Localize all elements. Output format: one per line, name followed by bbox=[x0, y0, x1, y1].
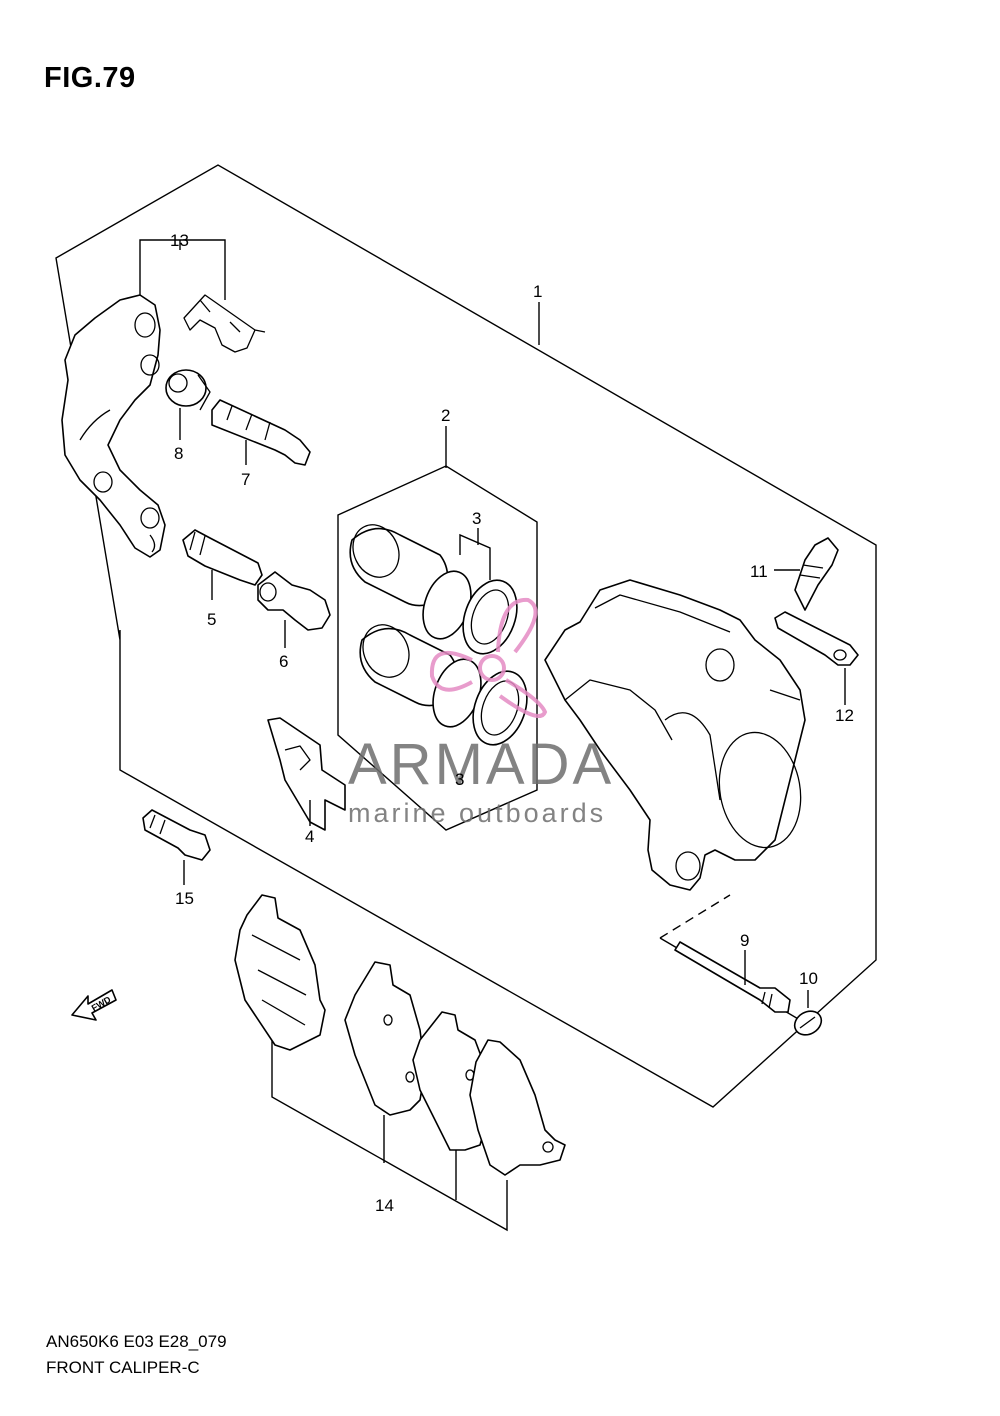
callout-15: 15 bbox=[175, 889, 194, 908]
pad-set-bracket bbox=[271, 1030, 508, 1232]
boot-part bbox=[165, 369, 211, 411]
callout-1: 1 bbox=[533, 282, 542, 301]
callout-3-upper: 3 bbox=[472, 509, 481, 528]
pin-plug bbox=[793, 1010, 823, 1036]
callout-8: 8 bbox=[174, 444, 183, 463]
propeller-logo-icon bbox=[429, 597, 548, 718]
brake-pad-outer-1 bbox=[234, 894, 326, 1051]
callout-14: 14 bbox=[375, 1196, 394, 1215]
callout-6: 6 bbox=[279, 652, 288, 671]
pad-pin bbox=[674, 941, 791, 1013]
mounting-bolt bbox=[142, 809, 211, 861]
cap-plate bbox=[774, 611, 859, 666]
forward-direction-arrow: FWD bbox=[71, 989, 117, 1021]
model-code: AN650K6 E03 E28_079 bbox=[46, 1332, 227, 1351]
figure-title: FIG.79 bbox=[44, 62, 136, 94]
assembly-outline bbox=[55, 164, 877, 1108]
seal-set-lower bbox=[432, 658, 528, 746]
callout-9: 9 bbox=[740, 931, 749, 950]
callout-13: 13 bbox=[170, 231, 189, 250]
pad-shim bbox=[267, 717, 346, 831]
seal-set-upper bbox=[422, 570, 518, 655]
watermark-brand: ARMADA bbox=[348, 732, 614, 797]
brake-pad-outer-2 bbox=[344, 961, 426, 1116]
caliper-bracket bbox=[61, 294, 166, 558]
armada-watermark: ARMADA marine outboards bbox=[348, 597, 614, 828]
pad-spring-clip bbox=[183, 294, 266, 353]
brake-pad-inner-2 bbox=[469, 1039, 566, 1176]
callout-3-lower: 3 bbox=[455, 770, 464, 789]
callout-10: 10 bbox=[799, 969, 818, 988]
slide-pin-7 bbox=[211, 399, 311, 466]
watermark-tagline: marine outboards bbox=[348, 798, 606, 828]
callout-7: 7 bbox=[241, 470, 250, 489]
assembly-name: FRONT CALIPER-C bbox=[46, 1358, 200, 1377]
callout-4: 4 bbox=[305, 827, 314, 846]
bleeder-valve bbox=[794, 537, 839, 611]
callout-11: 11 bbox=[750, 562, 768, 581]
callout-5: 5 bbox=[207, 610, 216, 629]
slide-pin-5 bbox=[182, 529, 263, 586]
boot-part-6 bbox=[257, 571, 331, 631]
callout-2: 2 bbox=[441, 406, 450, 425]
callout-12: 12 bbox=[835, 706, 854, 725]
caliper-body bbox=[544, 579, 806, 891]
